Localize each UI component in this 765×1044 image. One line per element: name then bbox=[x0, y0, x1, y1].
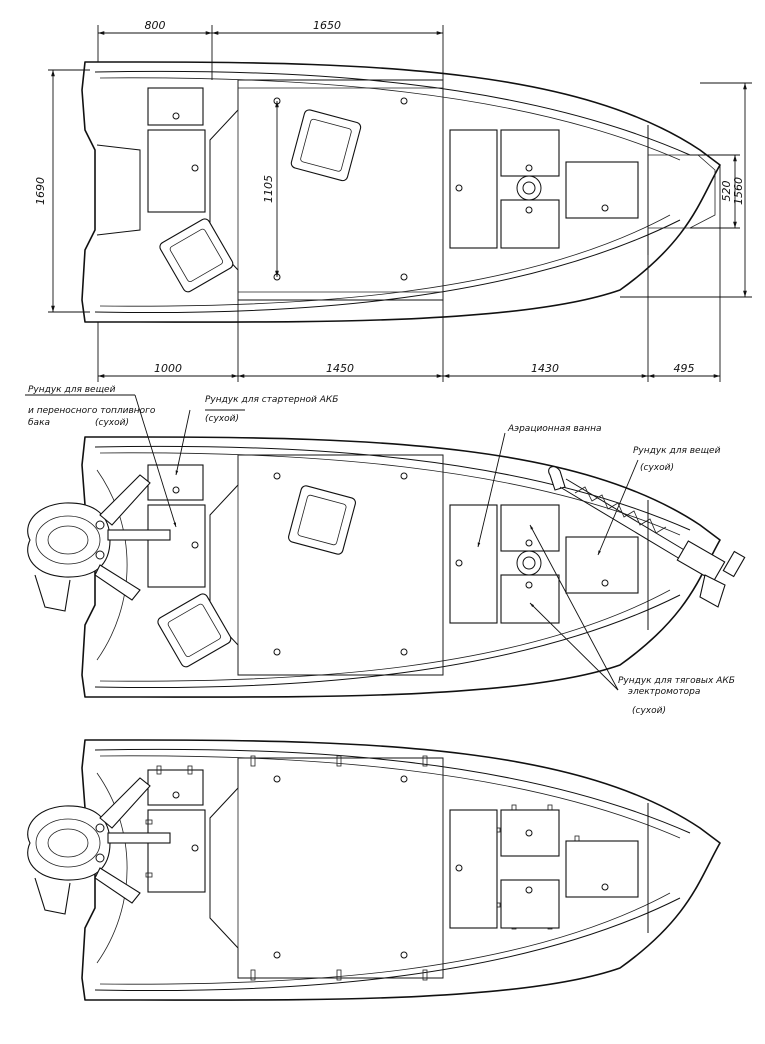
label-starter-battery-dry: (сухой) bbox=[205, 414, 239, 424]
dim-495: 495 bbox=[674, 362, 695, 375]
dim-800: 800 bbox=[145, 19, 166, 32]
label-storage-fuel-dry: (сухой) bbox=[95, 418, 129, 428]
dim-1560: 1560 bbox=[732, 177, 745, 205]
label-starter-battery: Рундук для стартерной АКБ bbox=[205, 395, 338, 405]
label-storage-fuel-3: бака bbox=[28, 418, 50, 428]
label-traction-batteries-dry: (сухой) bbox=[632, 706, 666, 716]
hatch-detail-view bbox=[27, 739, 721, 1001]
label-traction-batteries-1: Рундук для тяговых АКБ bbox=[618, 676, 735, 686]
label-livewell: Аэрационная ванна bbox=[507, 424, 601, 434]
equipped-plan-view: Рундук для вещей и переносного топливног… bbox=[25, 385, 746, 716]
hinge-marks bbox=[145, 755, 580, 981]
dim-1430: 1430 bbox=[531, 362, 559, 375]
label-traction-batteries-2: электромотора bbox=[628, 687, 700, 697]
dim-1000: 1000 bbox=[154, 362, 182, 375]
transom-well bbox=[96, 144, 141, 236]
cockpit-deck bbox=[209, 79, 444, 301]
label-storage-fuel-2: и переносного топливного bbox=[28, 406, 156, 416]
dim-1650: 1650 bbox=[313, 19, 341, 32]
motor-swing-arc bbox=[96, 469, 128, 661]
trolling-motor-icon bbox=[548, 466, 746, 608]
dimension-lines bbox=[48, 25, 752, 382]
seat-pedestal bbox=[516, 175, 542, 201]
outboard-motor-icon bbox=[27, 777, 171, 915]
dim-1690: 1690 bbox=[34, 177, 47, 205]
seat-icon bbox=[157, 593, 232, 668]
outboard-motor-icon bbox=[27, 474, 171, 612]
dim-1105: 1105 bbox=[262, 175, 275, 203]
label-storage-things-dry: (сухой) bbox=[640, 463, 674, 473]
dim-1450: 1450 bbox=[326, 362, 354, 375]
dim-520: 520 bbox=[720, 181, 733, 202]
seat-icon bbox=[290, 109, 362, 182]
seat-icon bbox=[159, 218, 234, 293]
label-storage-fuel-1: Рундук для вещей bbox=[28, 385, 116, 395]
dimensioned-plan-view: 800 1650 1690 1105 520 1560 1000 1450 14… bbox=[34, 19, 752, 382]
callout-leaders bbox=[25, 394, 639, 691]
seat-icon bbox=[288, 485, 356, 555]
label-storage-things: Рундук для вещей bbox=[633, 446, 721, 456]
